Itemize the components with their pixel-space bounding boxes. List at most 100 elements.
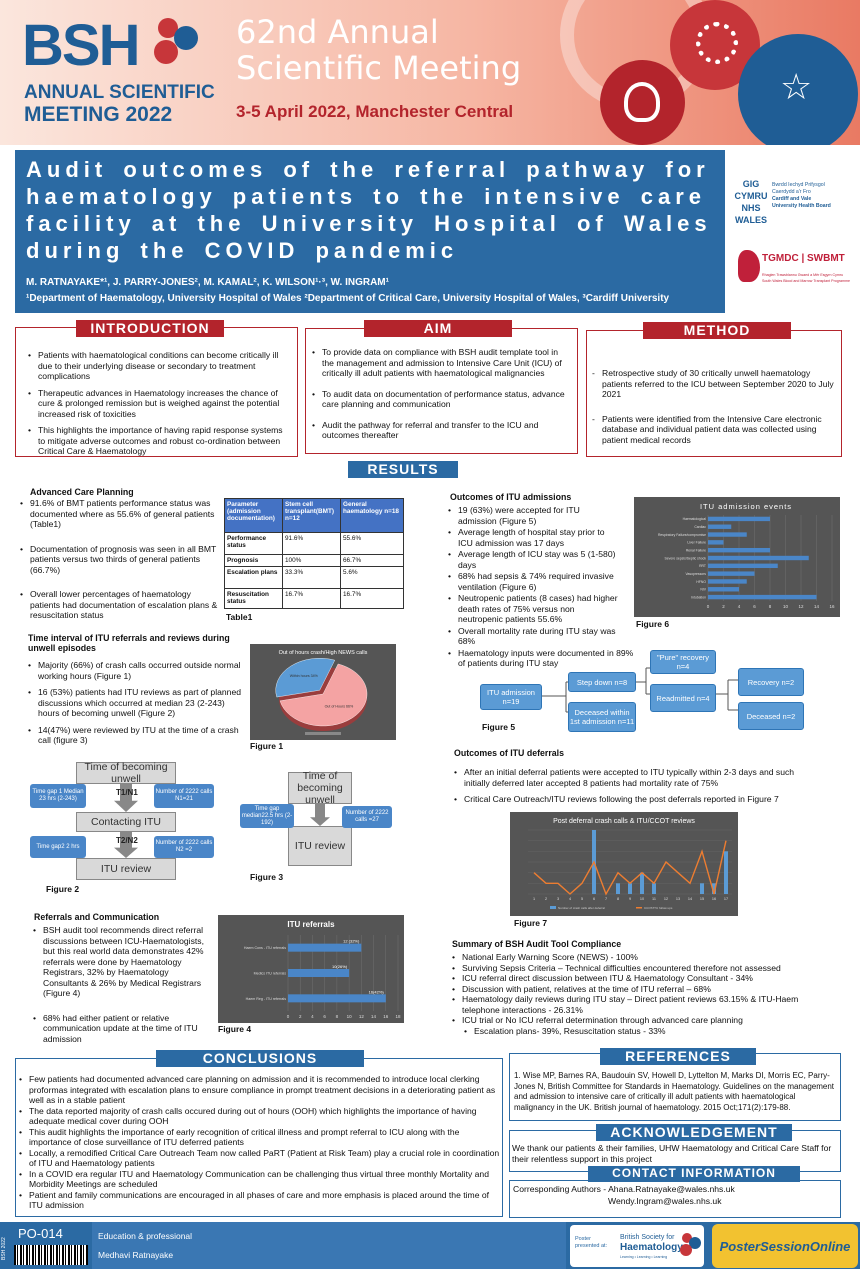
bar [708, 594, 817, 600]
introduction-list: Patients with haematological conditions … [26, 350, 292, 463]
category-label: Haem Reg - ITU referrals [246, 997, 287, 1001]
itu-admissions-heading: Outcomes of ITU admissions [450, 492, 572, 502]
table-cell: 91.6% [282, 532, 341, 555]
acp-heading: Advanced Care Planning [30, 487, 134, 497]
connector [542, 681, 570, 713]
list-item: Neutropenic patients (8 cases) had highe… [446, 593, 618, 625]
bsh-logo-mark [680, 1233, 701, 1256]
list-item: Surviving Sepsis Criteria – Technical di… [450, 963, 810, 974]
wales-map-icon [738, 250, 760, 282]
meeting-header: ☆ [0, 0, 860, 145]
list-item: In a COVID era regular ITU and Haematolo… [17, 1169, 501, 1190]
figure-7-label: Figure 7 [514, 918, 548, 928]
bar [708, 532, 747, 537]
flow-box-review: ITU review [76, 858, 176, 880]
arrow-label: T2/N2 [116, 836, 138, 845]
health-board-name: Bwrdd Iechyd Prifysgol Caerdydd a'r Fro … [772, 182, 858, 210]
deferrals-list: After an initial deferral patients were … [452, 767, 804, 811]
list-item: Patients with haematological conditions … [26, 350, 292, 382]
chart-title: ITU admission events [700, 502, 792, 511]
list-item: To provide data on compliance with BSH a… [310, 347, 572, 379]
chart-title: Out of hours crash/High NEWS calls [279, 650, 368, 656]
tick-label: 8 [617, 897, 619, 901]
category-label: Intubation [691, 595, 706, 599]
flow-step-down: Step down n=8 [568, 672, 636, 692]
tick-label: 6 [323, 1014, 326, 1019]
chart-legend [305, 732, 341, 735]
tick-label: 2 [545, 897, 547, 901]
pso-logo: PosterSessionOnline [712, 1224, 858, 1268]
pie-slice-label: Within hours 34% [290, 674, 319, 678]
list-item: Average length of hospital stay prior to… [446, 527, 618, 548]
flow-readmitted: Readmitted n=4 [650, 684, 716, 712]
tick-label: 14 [688, 897, 692, 901]
chart-title: ITU referrals [287, 920, 335, 929]
tgmdc-logo: TGMDC | SWBMT [762, 253, 845, 264]
figure-1-label: Figure 1 [250, 741, 284, 751]
table-cell: 33.3% [282, 566, 341, 589]
bar [700, 883, 704, 894]
bar [288, 994, 386, 1003]
tick-label: 12 [798, 604, 804, 609]
bar [708, 571, 755, 576]
tick-label: 6 [753, 604, 756, 609]
logo-subtitle: ANNUAL SCIENTIFIC [24, 82, 215, 103]
figure-5-flow: ITU admission n=19 Step down n=8 Decease… [478, 648, 848, 734]
data-label: 16(42%) [369, 989, 385, 994]
list-item: To audit data on documentation of perfor… [310, 389, 572, 410]
list-item: ICU trial or No ICU referral determinati… [450, 1015, 810, 1026]
table-cell: Escalation plans [224, 566, 283, 589]
legend-entry: CCOT/ITU follow ups [644, 906, 673, 910]
references-heading: REFERENCES [600, 1048, 756, 1065]
tgmdc-subtitle: Rhaglen Trawsblannu Gwaed a Mêr Esgyrn C… [762, 272, 858, 284]
category-label: Vasopressors [686, 572, 707, 576]
tick-label: 13 [676, 897, 680, 901]
connector [636, 667, 650, 695]
barcode-icon [14, 1245, 88, 1265]
meeting-title-line: 62nd Annual [236, 13, 439, 51]
flow-deceased-1: Deceased within 1st admission n=11 [568, 702, 636, 732]
tick-label: 9 [629, 897, 631, 901]
category-label: Liver Failure [687, 541, 706, 545]
results-heading: RESULTS [348, 461, 458, 478]
list-item: 91.6% of BMT patients performance status… [18, 498, 220, 530]
bsh-name: Haematology [620, 1242, 683, 1253]
contact-line: Wendy.Ingram@wales.nhs.uk [608, 1196, 722, 1206]
chart-title: Post deferral crash calls & ITU/CCOT rev… [553, 818, 695, 825]
list-item: This highlights the importance of having… [26, 425, 292, 457]
figure-3-flow: Time of becoming unwell ITU review Time … [240, 770, 396, 868]
list-item: Average length of ICU stay was 5 (1-580)… [446, 549, 618, 570]
method-heading: METHOD [643, 322, 791, 339]
flow-box-contacting: Contacting ITU [76, 812, 176, 832]
calls-n2: Number of 2222 calls N2 =2 [154, 836, 214, 858]
bar [708, 555, 809, 561]
bar [288, 943, 362, 952]
list-item: Locally, a remodified Critical Care Outr… [17, 1148, 501, 1169]
figure-1-pie-chart: Out of hours crash/High NEWS calls Out o… [250, 644, 396, 740]
meeting-date: 3-5 April 2022, Manchester Central [236, 102, 514, 121]
category-label: Renal Failure [686, 548, 706, 552]
tick-label: 4 [569, 897, 571, 901]
connector [716, 679, 738, 711]
gear-icon [696, 22, 738, 64]
figure-6-label: Figure 6 [636, 619, 670, 629]
table-cell: 16.7% [340, 588, 404, 609]
list-item: 19 (63%) were accepted for ITU admission… [446, 505, 618, 526]
introduction-heading: INTRODUCTION [76, 320, 224, 337]
list-sub-item: Escalation plans- 39%, Resuscitation sta… [462, 1026, 810, 1037]
tick-label: 7 [605, 897, 607, 901]
time-gap: Time gap median22.5 hrs (2-192) [240, 804, 294, 828]
bar [712, 883, 716, 894]
tick-label: 12 [664, 897, 668, 901]
legend-swatch-bar [550, 906, 556, 909]
chart-background [510, 812, 738, 916]
bar [616, 883, 620, 894]
contact-heading: CONTACT INFORMATION [588, 1166, 800, 1182]
footer-side-text: BSH 2022 [1, 1237, 7, 1260]
list-item: 68% had sepsis & 74% required invasive v… [446, 571, 618, 592]
tick-label: 2 [722, 604, 725, 609]
table-cell: 5.6% [340, 566, 404, 589]
list-item: Haematology inputs were documented in 89… [446, 648, 636, 669]
footer-info-panel [92, 1222, 566, 1269]
list-item: 14(47%) were reviewed by ITU at the time… [26, 725, 246, 746]
